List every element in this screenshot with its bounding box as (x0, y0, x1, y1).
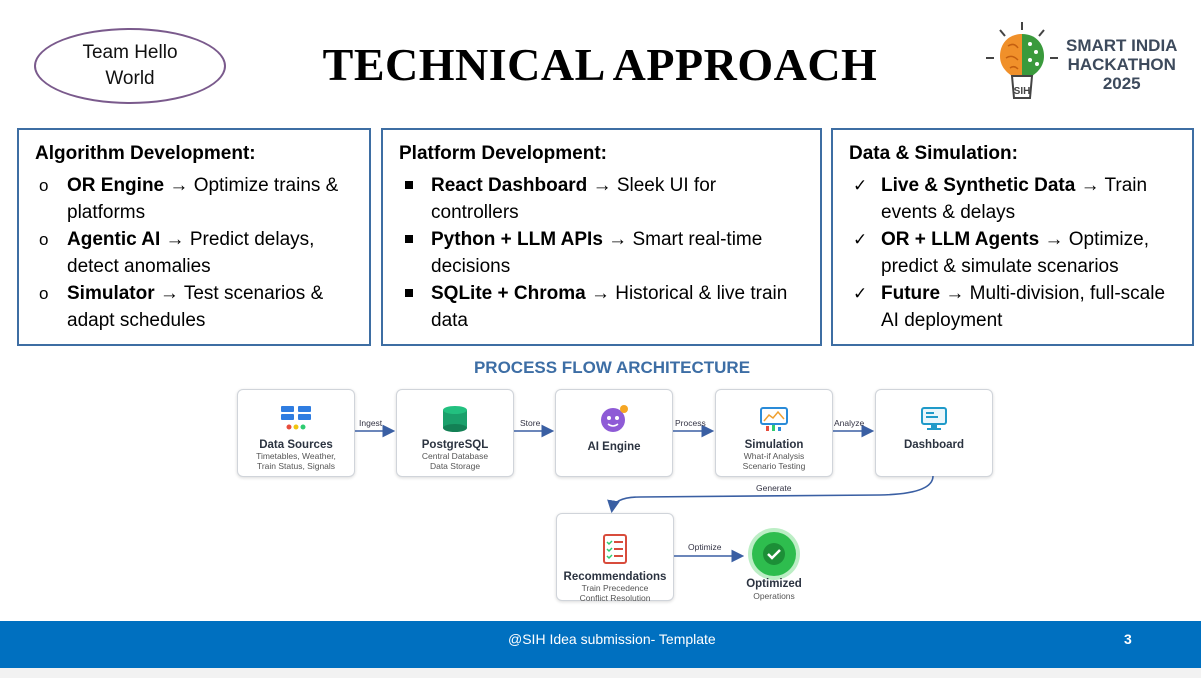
node-subtitle: Scenario Testing (742, 461, 806, 471)
node-name: Dashboard (903, 439, 965, 451)
final-node-name: Optimized (746, 578, 802, 590)
database-grid-icon (281, 406, 311, 430)
team-name-oval: Team Hello World (34, 28, 226, 104)
monitor-icon (921, 407, 947, 430)
edge-label: Optimize (688, 542, 722, 552)
list-item: ✓OR + LLM Agents → Optimize, predict & s… (849, 226, 1178, 280)
node-name: Recommendations (563, 571, 667, 583)
checkmark-bullet-icon: ✓ (853, 230, 868, 249)
logo-line1: SMART INDIA (1066, 36, 1178, 55)
team-name-line1: Team Hello (82, 42, 178, 63)
list-item: Python + LLM APIs → Smart real-time deci… (399, 226, 806, 280)
list-item: ✓Live & Synthetic Data → Train events & … (849, 172, 1178, 226)
edge-label: Process (675, 418, 706, 428)
list-item: React Dashboard → Sleek UI for controlle… (399, 172, 806, 226)
checkmark-bullet-icon: ✓ (853, 284, 868, 303)
sih-badge: SIH (1014, 86, 1031, 97)
flow-node-simulation: Simulation What-if Analysis Scenario Tes… (715, 389, 833, 477)
sih-logo-text: SMART INDIA HACKATHON 2025 (1066, 36, 1177, 93)
node-subtitle: Data Storage (429, 461, 481, 471)
node-subtitle: What-if Analysis (743, 451, 805, 461)
footer-bar (0, 621, 1201, 668)
section-title: Platform Development: (399, 143, 607, 164)
node-subtitle: Train Status, Signals (256, 461, 336, 471)
data-simulation-box: Data & Simulation: ✓Live & Synthetic Dat… (831, 128, 1194, 346)
logo-line3: 2025 (1102, 74, 1141, 93)
cylinder-database-icon (443, 406, 467, 432)
circle-bullet-icon: o (39, 176, 49, 195)
flow-arrows (355, 424, 934, 563)
square-bullet-icon (405, 181, 413, 189)
robot-face-icon (601, 405, 628, 432)
chart-monitor-icon (760, 407, 788, 431)
square-bullet-icon (405, 289, 413, 297)
checkmark-bullet-icon: ✓ (853, 176, 868, 195)
checklist-icon (603, 534, 627, 564)
platform-development-box: Platform Development: React Dashboard → … (381, 128, 822, 346)
team-name-line2: World (105, 68, 155, 89)
list-item: ✓Future → Multi-division, full-scale AI … (849, 280, 1178, 334)
flow-node-postgresql: PostgreSQL Central Database Data Storage (396, 389, 514, 477)
check-circle-icon (748, 528, 800, 580)
circle-bullet-icon: o (39, 284, 49, 303)
node-subtitle: Timetables, Weather, (256, 451, 336, 461)
logo-line2: HACKATHON (1067, 55, 1176, 74)
square-bullet-icon (405, 235, 413, 243)
flow-title: PROCESS FLOW ARCHITECTURE (473, 358, 751, 377)
flow-node-ai-engine: AI Engine (555, 389, 673, 477)
edge-label: Ingest (359, 418, 383, 428)
edge-generate-arrow (607, 475, 934, 514)
flow-node-dashboard: Dashboard (875, 389, 993, 477)
edge-label: Store (520, 418, 541, 428)
node-name: AI Engine (587, 441, 641, 453)
flow-node-data-sources: Data Sources Timetables, Weather, Train … (237, 389, 355, 477)
node-subtitle: Central Database (421, 451, 489, 461)
node-name: Simulation (744, 439, 804, 451)
edge-label: Generate (756, 483, 792, 493)
slide-title: TECHNICAL APPROACH (322, 39, 878, 90)
node-name: Data Sources (259, 439, 333, 451)
page-number: 3 (1124, 631, 1132, 647)
node-name: PostgreSQL (421, 439, 489, 451)
list-item: SQLite + Chroma → Historical & live trai… (399, 280, 806, 334)
edge-label: Analyze (834, 418, 865, 428)
sih-logo-icon: SIH (986, 22, 1058, 99)
node-subtitle: Train Precedence (581, 583, 649, 593)
section-title: Algorithm Development: (35, 143, 256, 164)
circle-bullet-icon: o (39, 230, 49, 249)
final-node-subtitle: Operations (753, 591, 795, 601)
flow-node-recommendations: Recommendations Train Precedence Conflic… (556, 513, 674, 603)
node-subtitle: Conflict Resolution (579, 593, 651, 603)
bottom-strip (0, 668, 1201, 678)
section-title: Data & Simulation: (849, 143, 1018, 164)
footer-text: @SIH Idea submission- Template (508, 631, 716, 647)
